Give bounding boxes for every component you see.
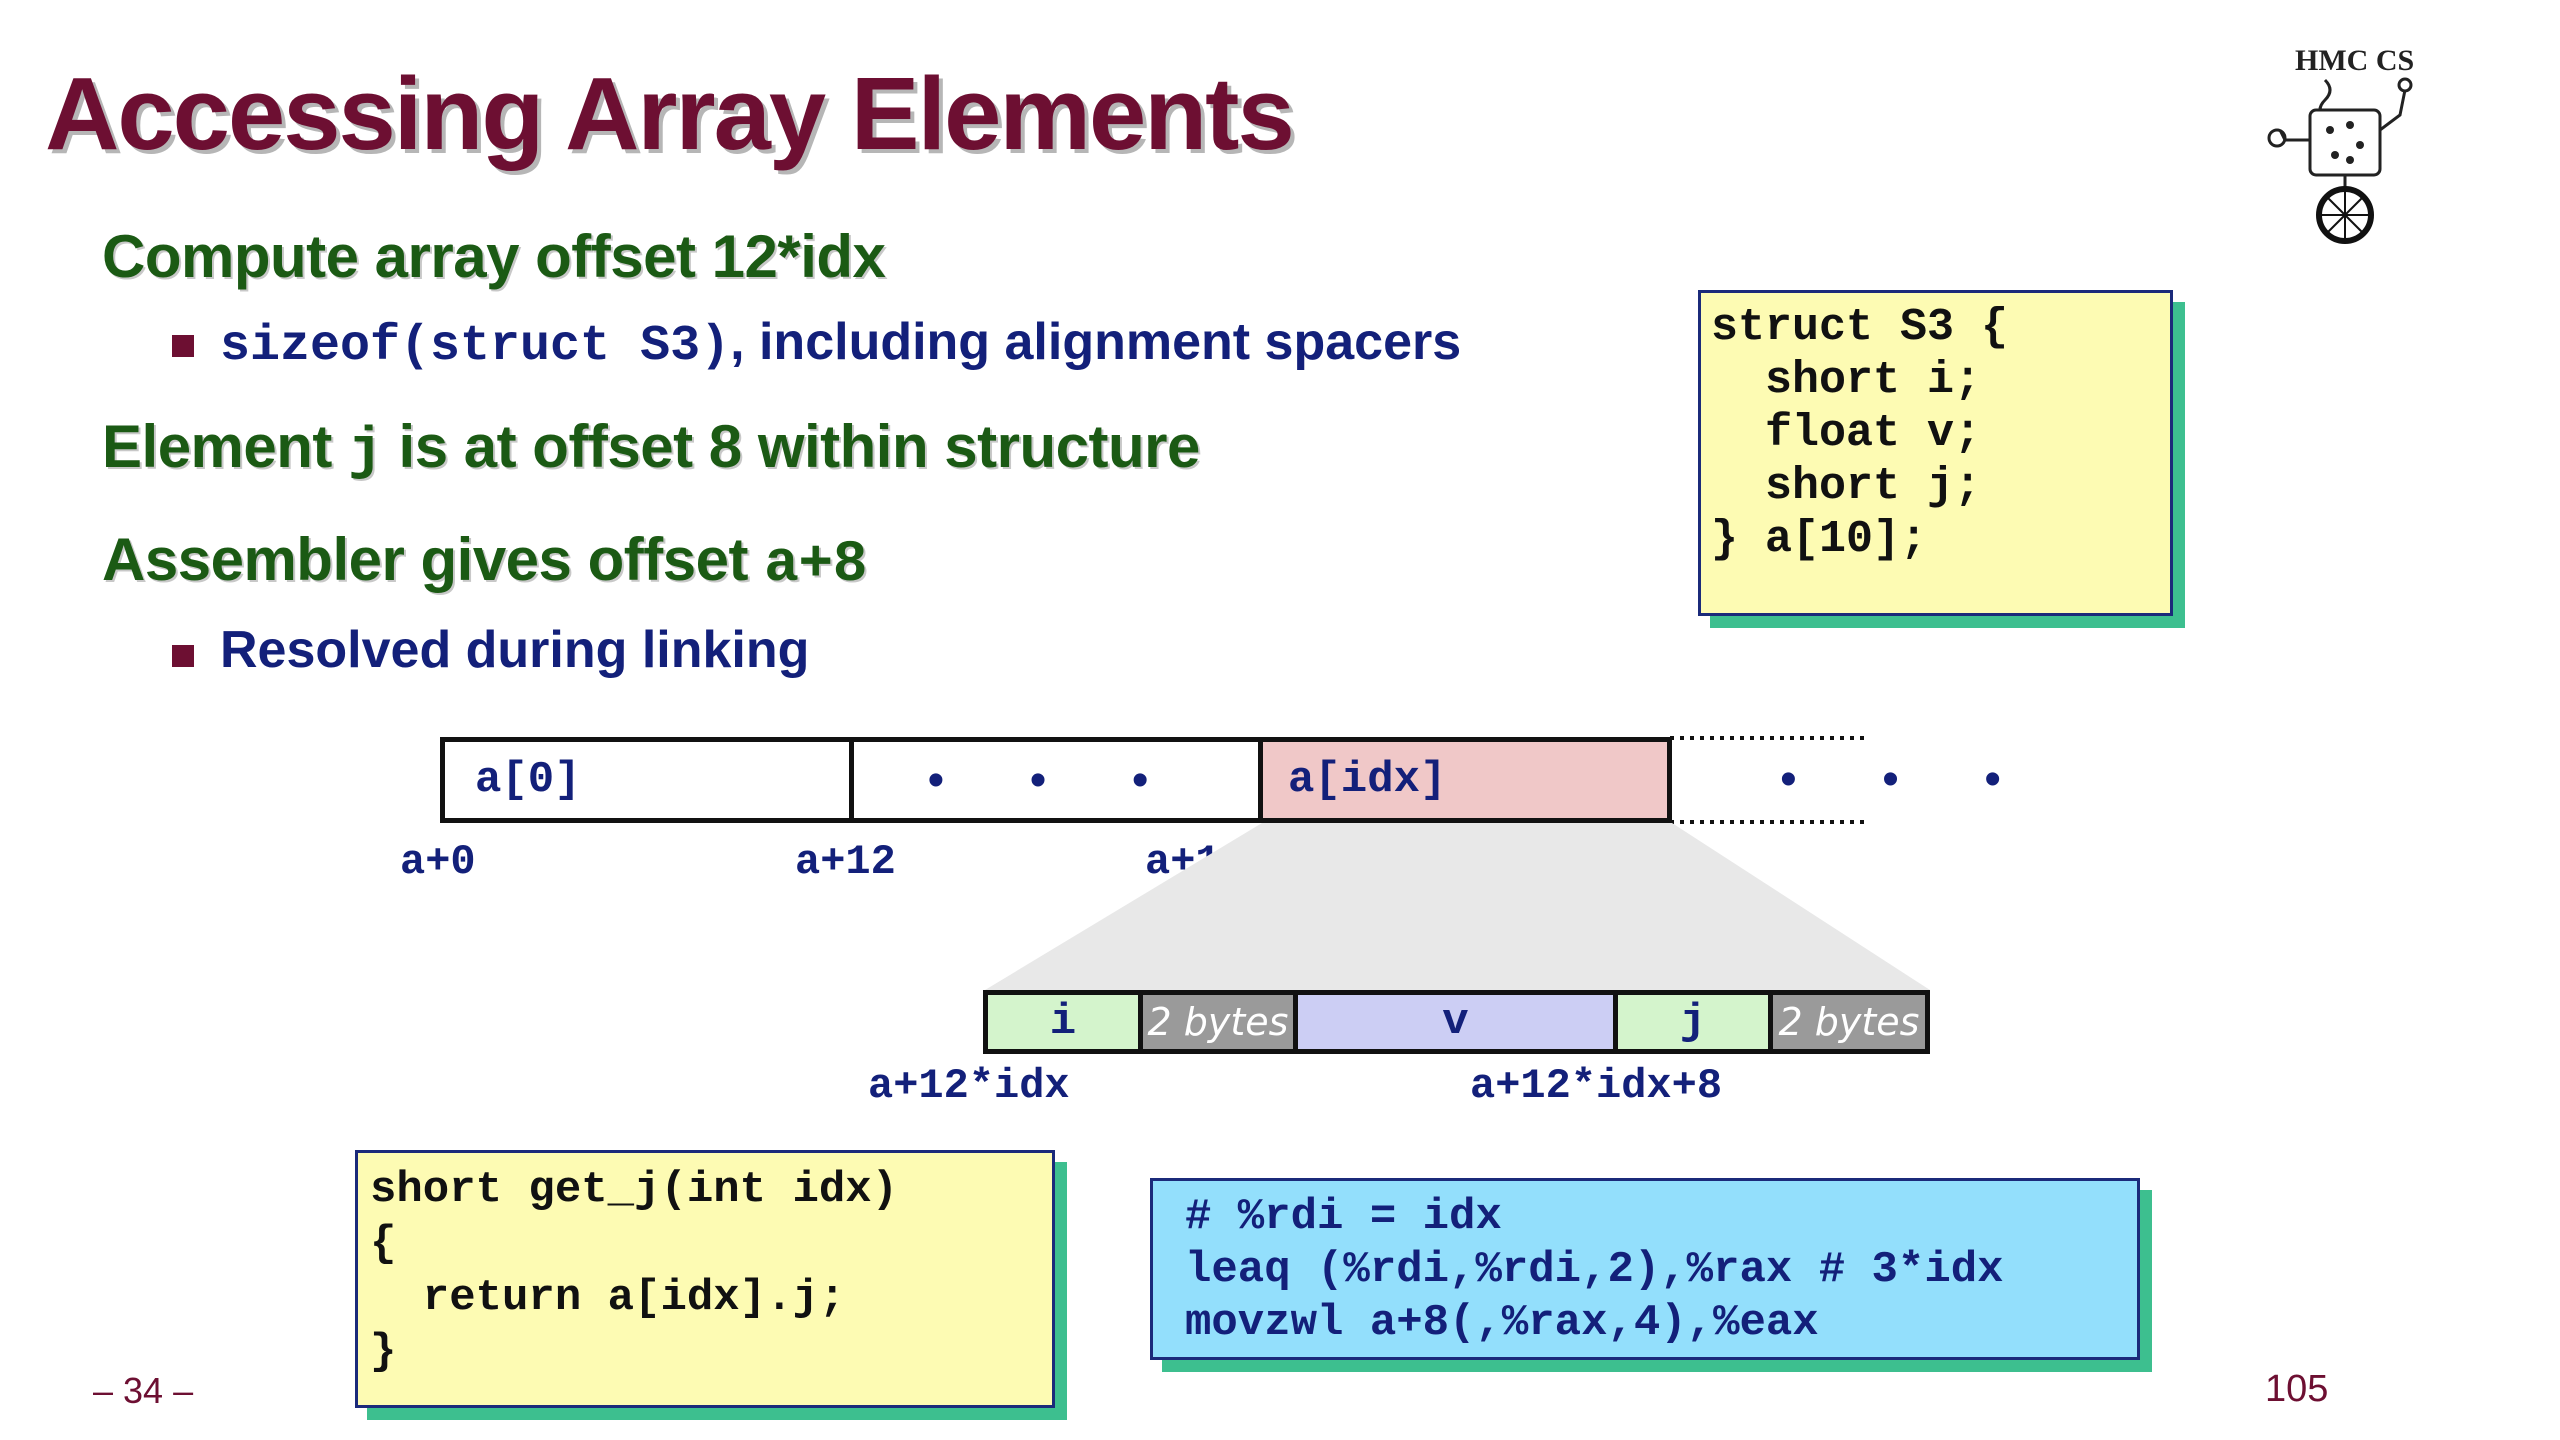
heading-element-j-post: is at offset 8 within structure xyxy=(382,413,1201,480)
addr-struct-start: a+12*idx xyxy=(868,1062,1070,1110)
heading-compute-offset: Compute array offset 12*idx xyxy=(102,223,886,290)
bullet-marker xyxy=(172,645,194,667)
field-i-label: i xyxy=(1049,997,1077,1047)
field-v: v xyxy=(1293,990,1618,1054)
heading-element-j-code: j xyxy=(348,420,383,485)
addr-a0: a+0 xyxy=(400,838,476,886)
array-cell-idx-label: a[idx] xyxy=(1288,755,1447,805)
heading-assembler-pre: Assembler gives offset xyxy=(102,526,765,593)
field-j: j xyxy=(1613,990,1773,1054)
padding-2-label: 2 bytes xyxy=(1778,1000,1920,1044)
hmc-cs-logo: HMC CS xyxy=(2255,30,2455,255)
array-cell-idx: a[idx] xyxy=(1258,737,1672,823)
heading-element-j: Element j is at offset 8 within structur… xyxy=(102,412,1200,485)
field-i: i xyxy=(983,990,1143,1054)
array-continuation xyxy=(1670,736,1868,824)
heading-assembler: Assembler gives offset a+8 xyxy=(102,525,868,598)
array-cell-0-label: a[0] xyxy=(475,755,581,805)
logo-text: HMC CS xyxy=(2295,44,2414,77)
padding-1-label: 2 bytes xyxy=(1147,1000,1289,1044)
addr-a12: a+12 xyxy=(795,838,896,886)
bullet-sizeof: sizeof(struct S3), including alignment s… xyxy=(220,312,1461,375)
sizeof-text: , including alignment spacers xyxy=(730,313,1462,371)
bullet-marker xyxy=(172,335,194,357)
addr-field-j: a+12*idx+8 xyxy=(1470,1062,1723,1110)
field-v-label: v xyxy=(1442,997,1469,1047)
struct-definition-box: struct S3 { short i; float v; short j; }… xyxy=(1698,290,2173,616)
sizeof-code: sizeof(struct S3) xyxy=(220,318,731,375)
assembly-code-box: # %rdi = idx leaq (%rdi,%rdi,2),%rax # 3… xyxy=(1150,1178,2140,1360)
c-function-box: short get_j(int idx) { return a[idx].j; … xyxy=(355,1150,1055,1408)
padding-2: 2 bytes xyxy=(1768,990,1930,1054)
tail-ellipsis-dots: • • • xyxy=(1780,753,2038,806)
page-number: 105 xyxy=(2265,1368,2329,1410)
heading-assembler-code: a+8 xyxy=(764,533,868,598)
ellipsis-dots: • • • xyxy=(927,753,1185,807)
bullet-resolved: Resolved during linking xyxy=(220,621,810,679)
slide-title: Accessing Array Elements xyxy=(45,56,1295,171)
array-cell-0: a[0] xyxy=(440,737,854,823)
slide-number: – 34 – xyxy=(93,1370,194,1411)
array-cell-middle: • • • xyxy=(849,737,1263,823)
heading-element-j-pre: Element xyxy=(102,413,349,480)
padding-1: 2 bytes xyxy=(1138,990,1298,1054)
field-j-label: j xyxy=(1679,997,1707,1047)
